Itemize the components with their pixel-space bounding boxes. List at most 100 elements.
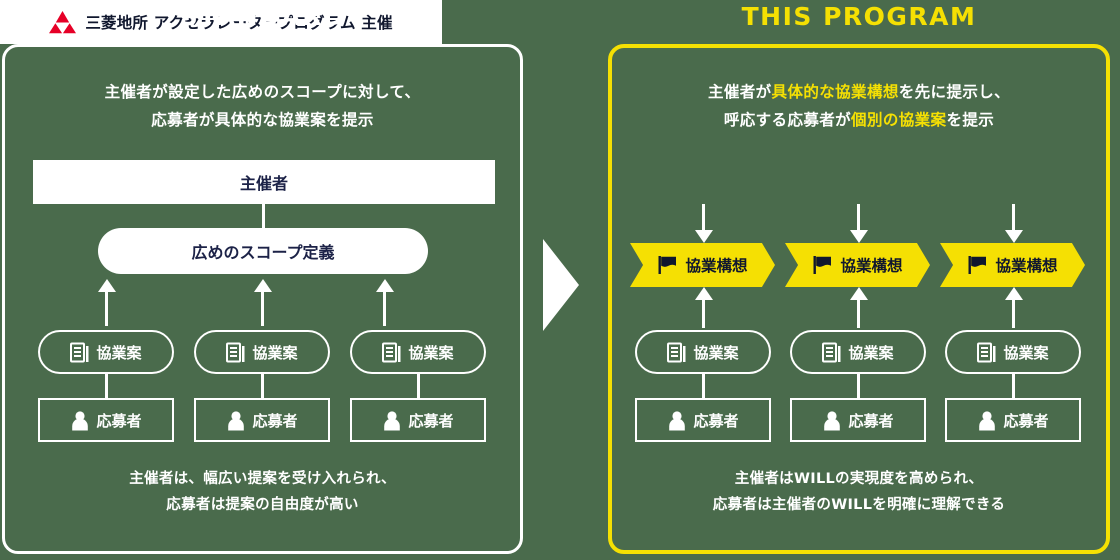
lead1-part-b: を先に提示し、 bbox=[898, 83, 1011, 101]
standard-proposal-label-3: 協業案 bbox=[408, 343, 454, 362]
this-program-down-head-3 bbox=[1004, 230, 1023, 243]
lead2-part-b: を提示 bbox=[946, 111, 995, 129]
this-program-up-shaft-3 bbox=[1012, 300, 1015, 328]
standard-applicant-label-3: 応募者 bbox=[408, 411, 454, 430]
standard-proposal-pill-3: 協業案 bbox=[350, 330, 486, 374]
standard-arrow-head-1 bbox=[97, 279, 116, 292]
flag-icon bbox=[657, 255, 678, 275]
mitsubishi-organizer-bar: 三菱地所 アクセラレータープログラム 主催 bbox=[0, 0, 442, 44]
standard-arrow-head-3 bbox=[375, 279, 394, 292]
standard-panel bbox=[2, 44, 523, 554]
standard-applicant-label-1: 応募者 bbox=[96, 411, 142, 430]
this-program-panel bbox=[608, 44, 1110, 554]
standard-arrow-shaft-3 bbox=[383, 292, 386, 326]
standard-applicant-box-2: 応募者 bbox=[194, 398, 330, 442]
this-program-pill-applicant-connector-3 bbox=[1012, 374, 1015, 398]
standard-pill-applicant-connector-2 bbox=[261, 374, 264, 398]
comparison-arrow-icon bbox=[543, 239, 579, 331]
standard-footer-line-1: 主催者は、幅広い提案を受け入れられ、 bbox=[129, 471, 396, 487]
lead1-part-a: 主催者が bbox=[707, 83, 772, 101]
person-icon bbox=[70, 410, 90, 431]
this-program-applicant-label-3: 応募者 bbox=[1003, 411, 1049, 430]
this-program-footer-line-1: 主催者はWILLの実現度を高められ、 bbox=[734, 471, 984, 487]
standard-arrow-shaft-1 bbox=[105, 292, 108, 326]
standard-footer-text: 主催者は、幅広い提案を受け入れられ、 応募者は提案の自由度が高い bbox=[2, 466, 523, 518]
this-program-applicant-label-1: 応募者 bbox=[693, 411, 739, 430]
standard-pill-applicant-connector-1 bbox=[105, 374, 108, 398]
person-icon bbox=[382, 410, 402, 431]
document-icon bbox=[667, 342, 687, 363]
document-icon bbox=[977, 342, 997, 363]
this-program-pill-applicant-connector-1 bbox=[702, 374, 705, 398]
standard-organizer-scope-connector bbox=[262, 204, 265, 230]
collaboration-concept-badge-2: 協業構想 bbox=[785, 243, 930, 287]
collaboration-concept-label-1: 協業構想 bbox=[685, 257, 748, 275]
lead2-part-a: 呼応する応募者が bbox=[723, 111, 852, 129]
person-icon bbox=[667, 410, 687, 431]
this-program-applicant-label-2: 応募者 bbox=[848, 411, 894, 430]
this-program-lead-text: 主催者が具体的な協業構想を先に提示し、 呼応する応募者が個別の協業案を提示 bbox=[608, 78, 1110, 134]
this-program-proposal-label-2: 協業案 bbox=[848, 343, 894, 362]
document-icon bbox=[822, 342, 842, 363]
standard-applicant-label-2: 応募者 bbox=[252, 411, 298, 430]
document-icon bbox=[226, 342, 246, 363]
standard-arrow-head-2 bbox=[253, 279, 272, 292]
this-program-column-title: THIS PROGRAM bbox=[741, 2, 977, 31]
this-program-applicant-box-2: 応募者 bbox=[790, 398, 926, 442]
this-program-up-head-1 bbox=[694, 287, 713, 300]
standard-footer-line-2: 応募者は提案の自由度が高い bbox=[166, 497, 359, 513]
standard-lead-text: 主催者が設定した広めのスコープに対して、 応募者が具体的な協業案を提示 bbox=[2, 78, 523, 134]
collaboration-concept-badge-1: 協業構想 bbox=[630, 243, 775, 287]
collaboration-concept-label-3: 協業構想 bbox=[995, 257, 1058, 275]
standard-proposal-label-1: 協業案 bbox=[96, 343, 142, 362]
this-program-proposal-label-3: 協業案 bbox=[1003, 343, 1049, 362]
mitsubishi-organizer-label: 三菱地所 アクセラレータープログラム 主催 bbox=[85, 14, 393, 32]
mitsubishi-logo-icon bbox=[49, 10, 77, 34]
lead2-highlight: 個別の協業案 bbox=[851, 111, 947, 129]
standard-organizer-label: 主催者 bbox=[239, 174, 288, 193]
this-program-down-shaft-3 bbox=[1012, 204, 1015, 230]
this-program-proposal-label-1: 協業案 bbox=[693, 343, 739, 362]
standard-lead-line-2: 応募者が具体的な協業案を提示 bbox=[151, 111, 374, 129]
this-program-down-head-2 bbox=[849, 230, 868, 243]
this-program-footer-line-2: 応募者は主催者のWILLを明確に理解できる bbox=[712, 497, 1006, 513]
lead1-highlight: 具体的な協業構想 bbox=[771, 83, 899, 101]
standard-applicant-box-3: 応募者 bbox=[350, 398, 486, 442]
standard-scope-label: 広めのスコープ定義 bbox=[191, 243, 335, 262]
this-program-proposal-pill-1: 協業案 bbox=[635, 330, 771, 374]
person-icon bbox=[226, 410, 246, 431]
standard-lead-line-1: 主催者が設定した広めのスコープに対して、 bbox=[104, 83, 421, 101]
this-program-up-head-3 bbox=[1004, 287, 1023, 300]
this-program-up-shaft-1 bbox=[702, 300, 705, 328]
standard-pill-applicant-connector-3 bbox=[417, 374, 420, 398]
person-icon bbox=[822, 410, 842, 431]
this-program-pill-applicant-connector-2 bbox=[857, 374, 860, 398]
standard-applicant-box-1: 応募者 bbox=[38, 398, 174, 442]
this-program-lead-line-1: 主催者が具体的な協業構想を先に提示し、 bbox=[608, 78, 1110, 106]
standard-column-title: STANDARD bbox=[179, 2, 346, 31]
this-program-lead-line-2: 呼応する応募者が個別の協業案を提示 bbox=[608, 106, 1110, 134]
standard-proposal-label-2: 協業案 bbox=[252, 343, 298, 362]
this-program-up-head-2 bbox=[849, 287, 868, 300]
document-icon bbox=[70, 342, 90, 363]
person-icon bbox=[977, 410, 997, 431]
standard-proposal-pill-1: 協業案 bbox=[38, 330, 174, 374]
this-program-down-head-1 bbox=[694, 230, 713, 243]
this-program-applicant-box-1: 応募者 bbox=[635, 398, 771, 442]
this-program-down-shaft-2 bbox=[857, 204, 860, 230]
document-icon bbox=[382, 342, 402, 363]
this-program-footer-text: 主催者はWILLの実現度を高められ、 応募者は主催者のWILLを明確に理解できる bbox=[608, 466, 1110, 518]
standard-proposal-pill-2: 協業案 bbox=[194, 330, 330, 374]
this-program-proposal-pill-3: 協業案 bbox=[945, 330, 1081, 374]
collaboration-concept-badge-3: 協業構想 bbox=[940, 243, 1085, 287]
collaboration-concept-label-2: 協業構想 bbox=[840, 257, 903, 275]
standard-scope-box: 広めのスコープ定義 bbox=[98, 228, 428, 274]
standard-organizer-box: 主催者 bbox=[33, 160, 495, 204]
this-program-applicant-box-3: 応募者 bbox=[945, 398, 1081, 442]
flag-icon bbox=[812, 255, 833, 275]
flag-icon bbox=[967, 255, 988, 275]
this-program-proposal-pill-2: 協業案 bbox=[790, 330, 926, 374]
standard-arrow-shaft-2 bbox=[261, 292, 264, 326]
this-program-up-shaft-2 bbox=[857, 300, 860, 328]
